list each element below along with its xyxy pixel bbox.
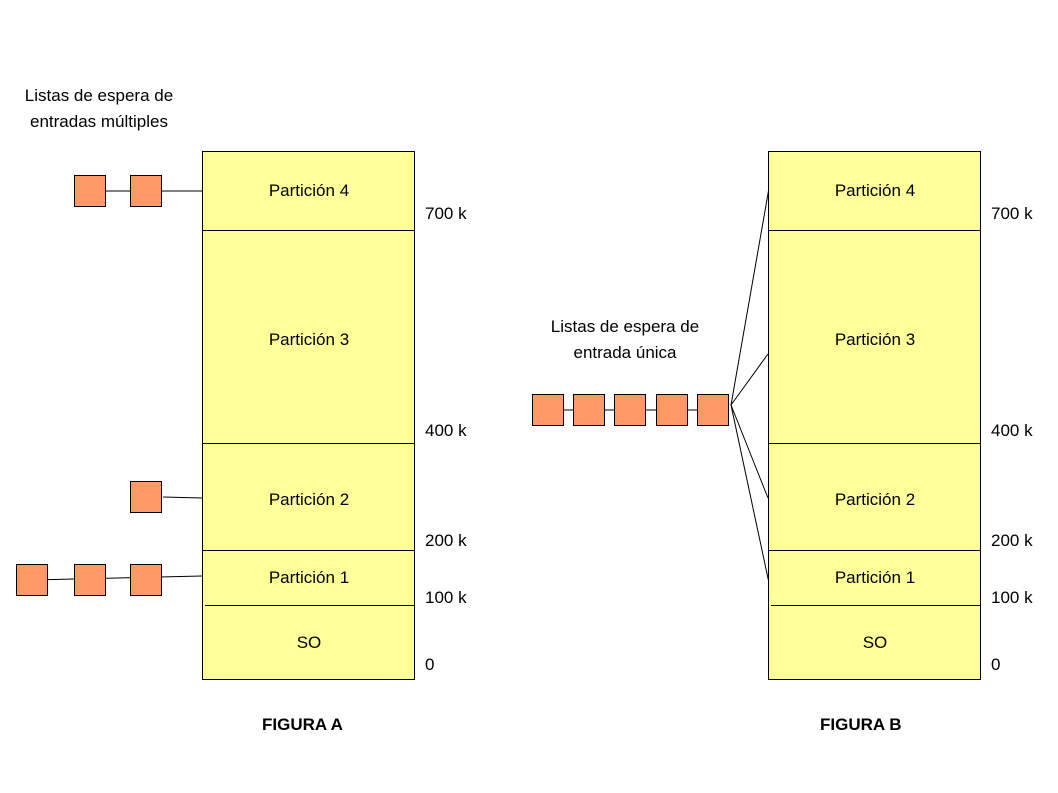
partition-b-1: Partición 1: [834, 568, 916, 587]
job-b-3: [614, 394, 646, 426]
partition-b-2: Partición 2: [834, 490, 916, 509]
queue-a1-line: [31, 575, 203, 581]
partition-a-2: Partición 2: [268, 490, 350, 509]
fan-line-p2: [730, 404, 769, 499]
divider-a-100: [205, 605, 415, 606]
address-b-0: 0: [991, 655, 1001, 674]
divider-a-200: [202, 550, 415, 551]
memory-block-b: [768, 151, 981, 680]
caption-b-line1: Listas de espera de: [550, 317, 700, 336]
divider-a-400: [202, 443, 415, 444]
memory-block-a: [202, 151, 415, 680]
address-b-100: 100 k: [991, 588, 1033, 607]
divider-b-700: [768, 230, 981, 231]
partition-b-so: SO: [862, 633, 888, 652]
figure-a-title: FIGURA A: [262, 715, 343, 734]
job-a4-2: [130, 175, 162, 207]
partition-b-3: Partición 3: [834, 330, 916, 349]
address-b-700: 700 k: [991, 204, 1033, 223]
job-b-2: [573, 394, 605, 426]
job-a4-1: [74, 175, 106, 207]
address-a-100: 100 k: [425, 588, 467, 607]
queue-a2-line: [162, 496, 203, 499]
address-a-400: 400 k: [425, 421, 467, 440]
caption-b: Listas de espera de entrada única: [518, 314, 732, 366]
job-a2-1: [130, 481, 162, 513]
address-a-0: 0: [425, 655, 435, 674]
divider-b-200: [768, 550, 981, 551]
job-b-4: [656, 394, 688, 426]
fan-line-p3: [730, 353, 769, 406]
job-a1-3: [130, 564, 162, 596]
address-a-200: 200 k: [425, 531, 467, 550]
fan-line-p1: [730, 404, 770, 584]
divider-b-100: [771, 605, 981, 606]
partition-a-4: Partición 4: [268, 181, 350, 200]
address-b-200: 200 k: [991, 531, 1033, 550]
figure-b-title: FIGURA B: [820, 715, 902, 734]
divider-a-700: [202, 230, 415, 231]
partition-a-so: SO: [296, 633, 322, 652]
partition-a-1: Partición 1: [268, 568, 350, 587]
caption-a: Listas de espera de entradas múltiples: [0, 83, 198, 135]
address-b-400: 400 k: [991, 421, 1033, 440]
partition-b-4: Partición 4: [834, 181, 916, 200]
address-a-700: 700 k: [425, 204, 467, 223]
divider-b-400: [768, 443, 981, 444]
caption-b-line2: entrada única: [573, 343, 677, 362]
job-a1-1: [16, 564, 48, 596]
job-b-1: [532, 394, 564, 426]
job-a1-2: [74, 564, 106, 596]
caption-a-line2: entradas múltiples: [30, 112, 168, 131]
caption-a-line1: Listas de espera de: [24, 86, 174, 105]
partition-a-3: Partición 3: [268, 330, 350, 349]
job-b-5: [697, 394, 729, 426]
fan-line-p4: [730, 187, 770, 406]
